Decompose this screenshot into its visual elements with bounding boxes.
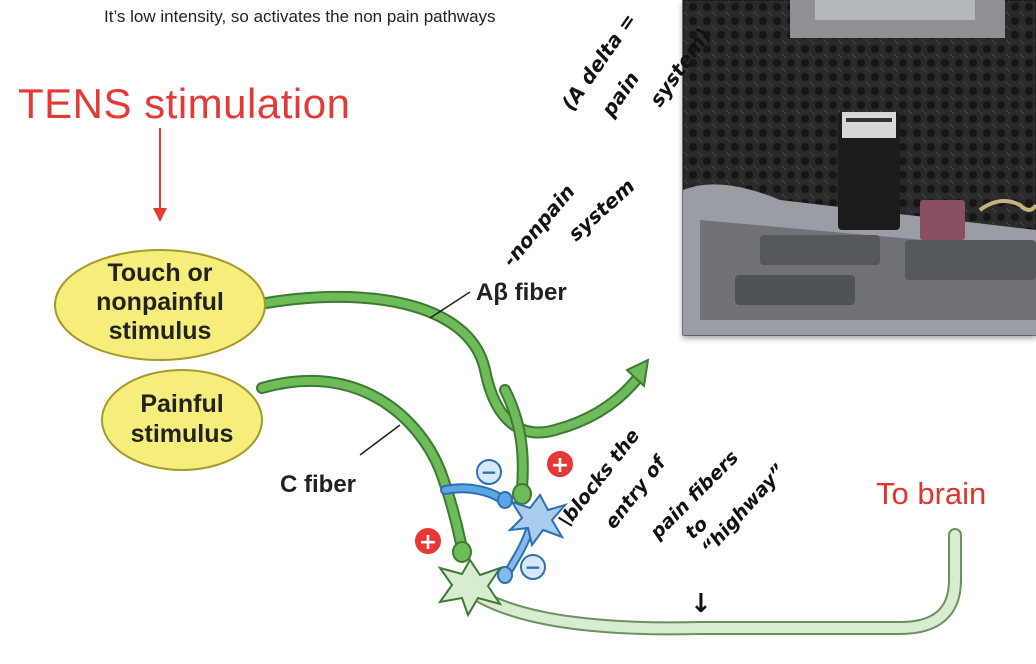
svg-text:+: + <box>551 453 569 478</box>
touch-label-line1: Touch or <box>107 259 212 287</box>
plus-badge-left: + <box>413 526 443 556</box>
svg-text:system: system <box>563 174 639 246</box>
painful-stimulus: Painful stimulus <box>101 369 263 471</box>
svg-text:+: + <box>419 530 437 555</box>
pain-label-line1: Painful <box>140 390 223 418</box>
handwritten-down-arrow: ↓ <box>690 589 712 619</box>
touch-stimulus: Touch or nonpainful stimulus <box>54 249 266 361</box>
c-fiber-label: C fiber <box>280 471 356 498</box>
interneuron <box>507 493 568 548</box>
handwritten-blocks: \blocks the entry of pain fibers to “hig… <box>555 425 790 559</box>
pain-label-line2: stimulus <box>131 420 234 448</box>
to-brain-label: To brain <box>876 476 987 511</box>
a-beta-fiber <box>249 290 650 505</box>
svg-text:−: − <box>481 460 498 484</box>
tens-title: TENS stimulation <box>18 80 351 127</box>
handwritten-nonpain: -nonpain system <box>497 174 639 271</box>
tens-arrow <box>153 128 167 222</box>
touch-label-line3: stimulus <box>109 317 212 345</box>
tens-device-photo <box>682 0 1036 336</box>
projection-neuron <box>437 558 503 618</box>
touch-label-line2: nonpainful <box>96 288 224 316</box>
plus-badge-top: + <box>545 449 575 479</box>
intensity-note: It’s low intensity, so activates the non… <box>104 7 496 26</box>
c-fiber <box>256 374 472 563</box>
svg-text:−: − <box>525 555 542 579</box>
a-beta-fiber-label: Aβ fiber <box>476 279 567 306</box>
minus-badge-bottom: − <box>520 554 546 580</box>
minus-badge-top: − <box>476 459 502 485</box>
